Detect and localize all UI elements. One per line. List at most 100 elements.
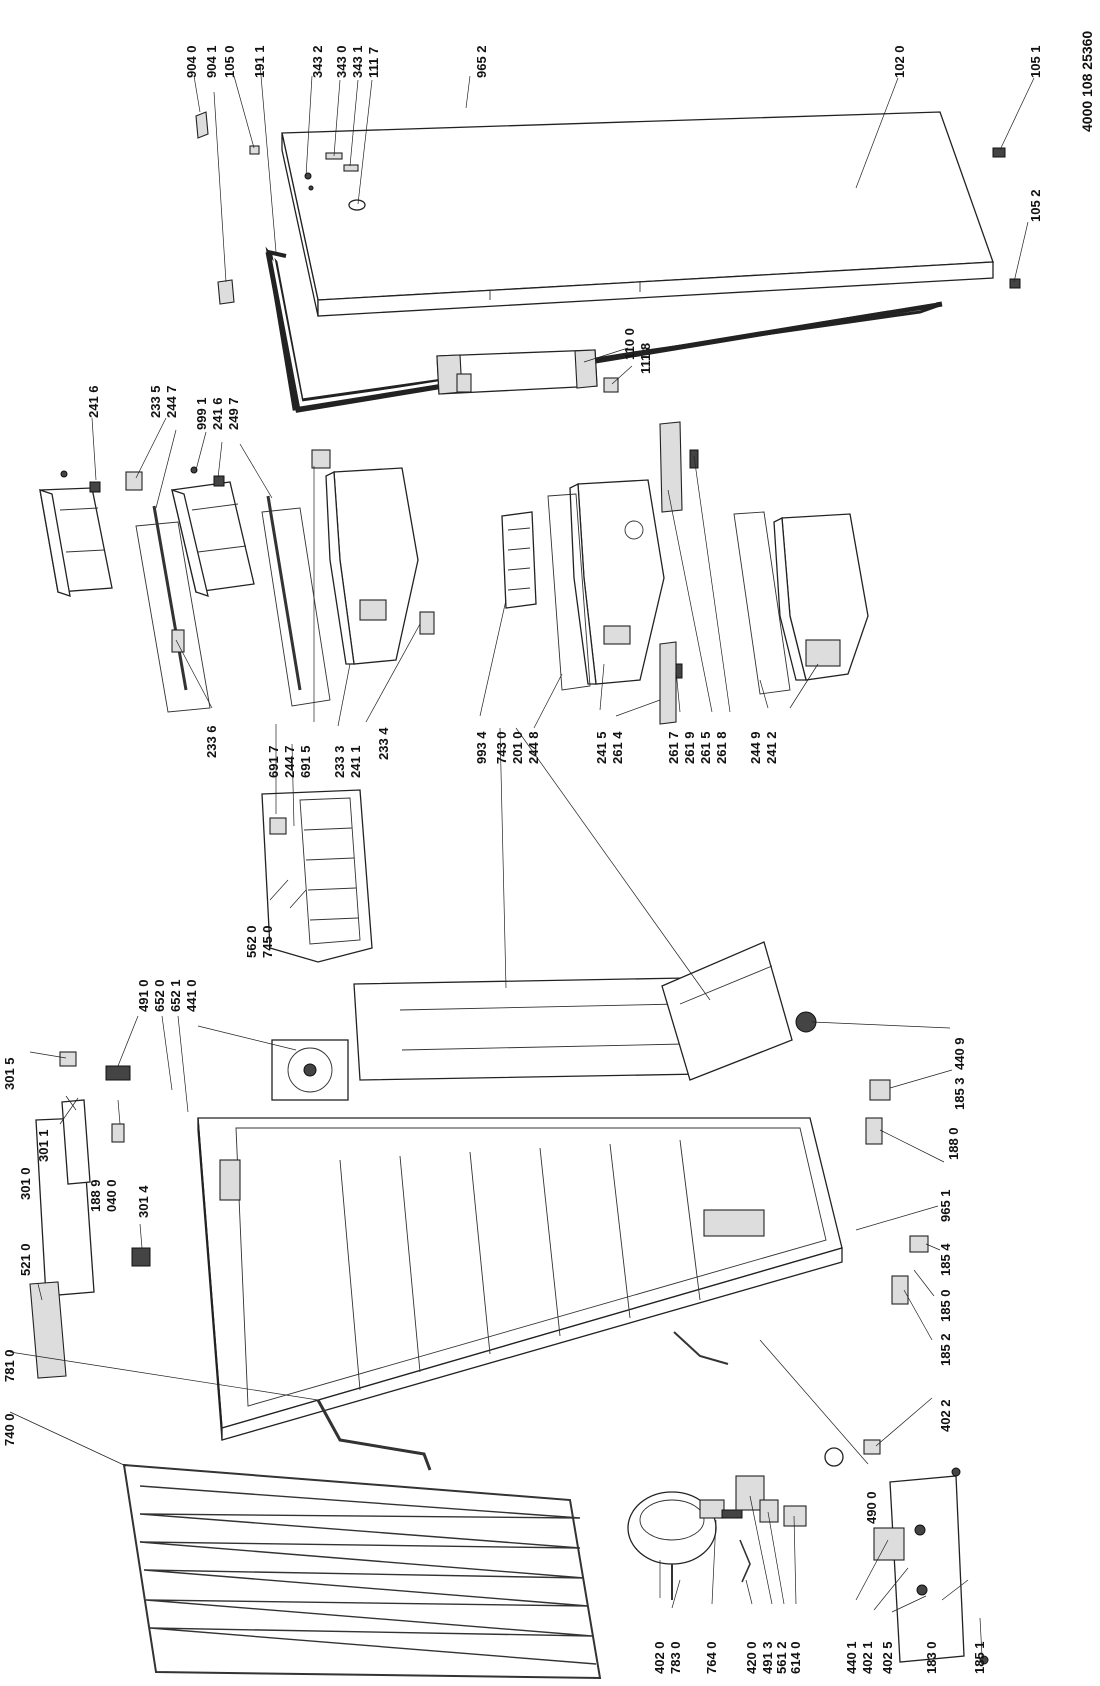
label-1052: 105 2	[1028, 189, 1043, 222]
label-4401: 440 1	[844, 1641, 859, 1674]
power-cord	[673, 1331, 729, 1365]
evaporator-cover	[261, 789, 373, 963]
label-1050: 105 0	[222, 45, 237, 78]
control-panel	[29, 1099, 151, 1379]
label-6915: 691 5	[298, 745, 313, 778]
cabinet	[197, 1117, 843, 1441]
door-balcony-middle	[171, 466, 255, 597]
label-3010: 301 0	[18, 1167, 33, 1200]
drawer-2412	[773, 513, 869, 681]
label-2415: 241 5	[594, 731, 609, 764]
label-4200: 420 0	[744, 1641, 759, 1674]
label-4020: 402 0	[652, 1641, 667, 1674]
label-2412: 241 2	[764, 731, 779, 764]
label-1852: 185 2	[938, 1333, 953, 1366]
label-2618: 261 8	[714, 731, 729, 764]
label-9041: 904 1	[204, 45, 219, 78]
relay-cover-6140	[783, 1505, 807, 1527]
label-2497: 249 7	[226, 397, 241, 430]
part-labels: 904 0 904 1 105 0 191 1 343 2 343 0 343 …	[2, 31, 1095, 1674]
rail-clip-2615	[689, 449, 699, 469]
label-1118: 111 8	[638, 343, 653, 374]
label-1850: 185 0	[938, 1289, 953, 1322]
label-7400: 740 0	[2, 1413, 17, 1446]
document-id: 4000 108 25360	[1079, 31, 1095, 132]
drawer-rail-2614	[659, 641, 677, 725]
glass-shelf-2497	[261, 507, 331, 707]
label-5210: 521 0	[18, 1243, 33, 1276]
label-2333: 233 3	[332, 745, 347, 778]
label-6140: 614 0	[788, 1641, 803, 1674]
label-0400: 040 0	[104, 1179, 119, 1212]
label-3015: 301 5	[2, 1057, 17, 1090]
label-2335: 233 5	[148, 385, 163, 418]
label-1100: 110 0	[622, 328, 637, 360]
relay-4913	[735, 1475, 765, 1511]
grommet-4900	[824, 1447, 844, 1467]
label-2615: 261 5	[698, 731, 713, 764]
label-2449: 244 9	[748, 731, 763, 764]
fan-assembly	[59, 1039, 349, 1101]
drawer-2415	[569, 479, 665, 685]
door-panel	[281, 111, 994, 317]
label-7450: 745 0	[260, 925, 275, 958]
hinge-cap-1051	[992, 147, 1006, 158]
label-2336: 233 6	[204, 725, 219, 758]
spacer-4022	[863, 1439, 881, 1455]
foot-1853	[869, 1079, 891, 1101]
label-9991: 999 1	[194, 397, 209, 430]
label-5620: 562 0	[244, 925, 259, 958]
glass-shelf-2447	[135, 521, 211, 713]
label-3014: 301 4	[136, 1185, 151, 1218]
label-6520: 652 0	[152, 979, 167, 1012]
label-1020: 102 0	[892, 45, 907, 78]
hinge-1852	[891, 1275, 909, 1305]
filter-drier-4200	[739, 1539, 751, 1583]
shelf-trim-2335	[152, 505, 188, 691]
evaporator-grille-9934	[501, 511, 537, 609]
label-4900: 490 0	[864, 1491, 879, 1524]
label-2447b: 244 7	[282, 745, 297, 778]
label-2619: 261 9	[682, 731, 697, 764]
condenser-coil	[122, 1463, 602, 1680]
foot-1854	[909, 1235, 929, 1253]
label-1911: 191 1	[252, 45, 267, 78]
drawer-2411	[311, 449, 435, 665]
label-3430: 343 0	[334, 45, 349, 78]
drawer-cover-2010	[547, 493, 591, 691]
label-1851: 185 1	[972, 1641, 987, 1674]
hinge-cap-1052	[1009, 278, 1021, 289]
label-6917: 691 7	[266, 745, 281, 778]
shelf-bracket-2335	[125, 471, 143, 491]
label-9040: 904 0	[184, 45, 199, 78]
label-6521: 652 1	[168, 979, 183, 1012]
base-plate	[873, 1467, 989, 1665]
label-3432: 343 2	[310, 45, 325, 78]
label-1889: 188 9	[88, 1179, 103, 1212]
label-4022: 402 2	[938, 1399, 953, 1432]
door-gasket	[265, 246, 943, 413]
label-7640: 764 0	[704, 1641, 719, 1674]
shelf-bracket-2336	[171, 629, 185, 653]
label-1854: 185 4	[938, 1243, 953, 1276]
label-2614: 261 4	[610, 731, 625, 764]
label-4409: 440 9	[952, 1037, 967, 1070]
label-1117: 111 7	[366, 47, 381, 78]
hinge-bracket-9041	[217, 279, 235, 305]
label-9934: 993 4	[474, 731, 489, 764]
label-7810: 781 0	[2, 1349, 17, 1382]
label-2416b: 241 6	[210, 397, 225, 430]
label-4913: 491 3	[760, 1641, 775, 1674]
label-1051: 105 1	[1028, 45, 1043, 78]
label-2334: 233 4	[376, 727, 391, 760]
shelf-trim-2497	[266, 495, 302, 691]
label-2411: 241 1	[348, 745, 363, 778]
door-balcony-top	[39, 470, 113, 597]
label-7430: 743 0	[494, 731, 509, 764]
label-1853: 185 3	[952, 1077, 967, 1110]
capacitor-5612	[759, 1499, 779, 1523]
drawer-cover-2449	[733, 511, 791, 695]
label-7830: 783 0	[668, 1641, 683, 1674]
label-1880: 188 0	[946, 1127, 961, 1160]
